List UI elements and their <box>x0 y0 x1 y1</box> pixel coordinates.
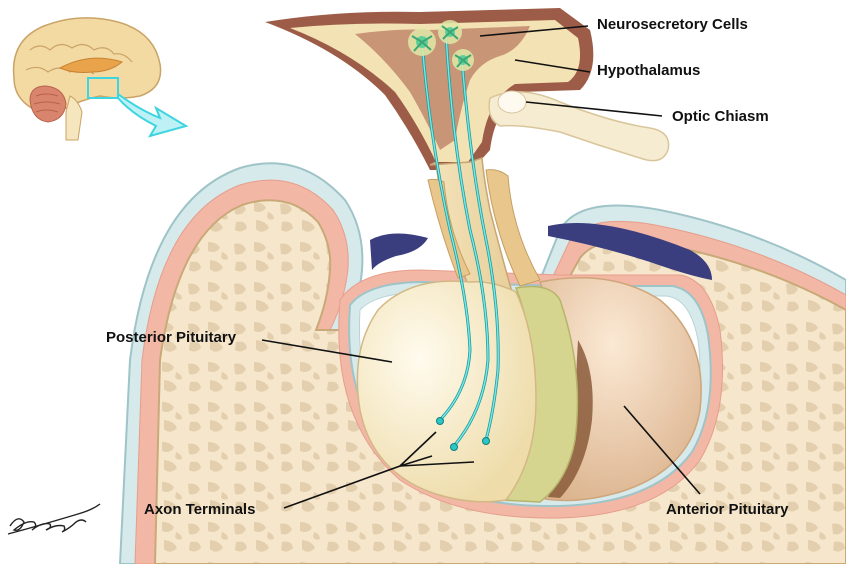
axon-terminal-1 <box>437 418 444 425</box>
optic-chiasm-cut <box>498 91 526 113</box>
label-neurosecretory-cells: Neurosecretory Cells <box>597 16 748 33</box>
axon-terminal-3 <box>483 438 490 445</box>
brain-inset <box>14 18 186 140</box>
label-hypothalamus: Hypothalamus <box>597 62 700 79</box>
artist-signature <box>8 504 100 534</box>
sinus-left <box>370 233 428 270</box>
label-anterior-pituitary: Anterior Pituitary <box>666 501 789 518</box>
axon-terminal-2 <box>451 444 458 451</box>
label-optic-chiasm: Optic Chiasm <box>672 108 769 125</box>
inset-callout-arrow <box>118 94 186 136</box>
label-axon-terminals: Axon Terminals <box>144 501 255 518</box>
label-posterior-pituitary: Posterior Pituitary <box>106 329 236 346</box>
